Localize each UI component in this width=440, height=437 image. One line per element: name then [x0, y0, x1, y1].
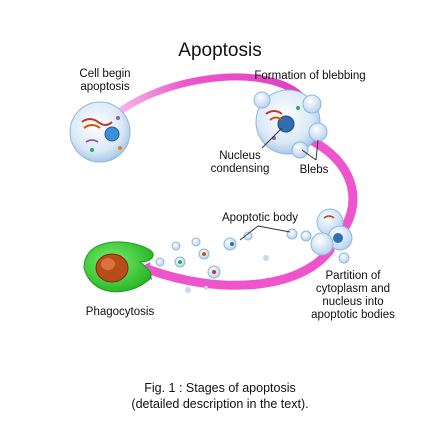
blebbing-cell	[253, 89, 328, 159]
label-cell-begin-line1: Cell begin	[79, 68, 131, 80]
pointer-apoptotic-body-right	[257, 225, 291, 233]
apoptotic-bodies	[155, 228, 298, 293]
caption-line1: Fig. 1 : Stages of apoptosis	[144, 381, 296, 395]
label-blebs: Blebs	[299, 164, 329, 176]
label-cell-begin: Cell begin apoptosis	[70, 68, 140, 94]
caption-line2: (detailed description in the text).	[131, 397, 309, 411]
pointer-blebs-1	[301, 149, 317, 161]
arrow-top-arc	[106, 73, 304, 124]
label-nucleus-condensing: Nucleus condensing	[208, 150, 272, 176]
label-nucleus-line2: condensing	[210, 163, 270, 175]
label-partition-line1: Partition of	[325, 270, 381, 282]
label-partition-line4: apoptotic bodies	[311, 309, 395, 321]
label-blebbing: Formation of blebbing	[254, 70, 366, 82]
figure-caption: Fig. 1 : Stages of apoptosis (detailed d…	[0, 380, 440, 412]
label-apoptotic-body: Apoptotic body	[221, 212, 299, 224]
label-phagocytosis: Phagocytosis	[85, 306, 155, 318]
label-partition: Partition of cytoplasm and nucleus into …	[298, 270, 408, 322]
healthy-cell	[69, 101, 131, 163]
pointer-blebs-2	[315, 139, 319, 161]
label-partition-line2: cytoplasm and	[315, 283, 391, 295]
pointer-nucleus	[261, 127, 283, 149]
partition-cell	[300, 208, 353, 264]
label-cell-begin-line2: apoptosis	[80, 81, 130, 93]
diagram-title: Apoptosis	[178, 40, 262, 61]
label-partition-line3: nucleus into	[322, 296, 384, 308]
arrow-bottom-arc	[145, 245, 335, 290]
phagocyte	[83, 241, 154, 293]
label-nucleus-line1: Nucleus	[219, 150, 261, 162]
pointer-apoptotic-body-left	[239, 225, 259, 241]
